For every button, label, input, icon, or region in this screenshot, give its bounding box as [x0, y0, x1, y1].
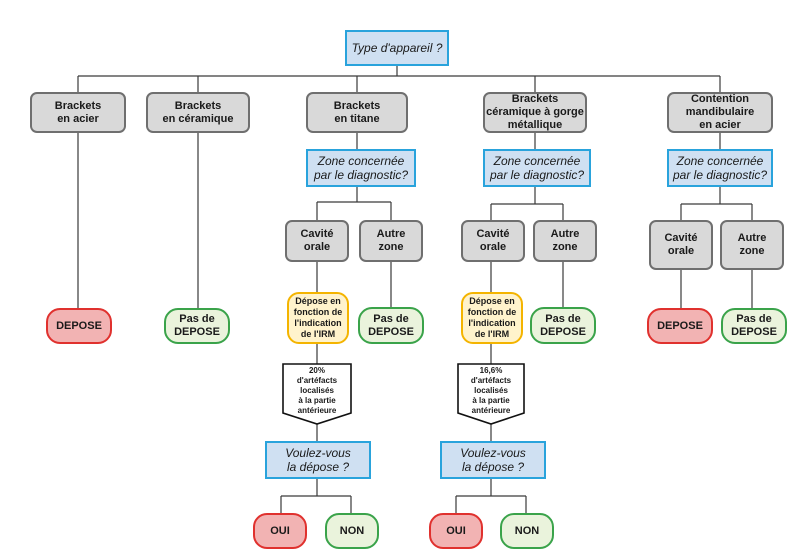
question-zone-ceramique-gorge: Zone concernée par le diagnostic?	[483, 149, 591, 187]
type-brackets-titane: Brackets en titane	[306, 92, 408, 133]
type-brackets-ceramique-gorge: Brackets céramique à gorge métallique	[483, 92, 587, 133]
option-autre-zone-titane: Autre zone	[359, 220, 423, 262]
type-brackets-acier: Brackets en acier	[30, 92, 126, 133]
question-type-appareil: Type d'appareil ?	[345, 30, 449, 66]
type-contention-mandibulaire: Contention mandibulaire en acier	[667, 92, 773, 133]
answer-oui-titane: OUI	[253, 513, 307, 549]
option-cavite-orale-contention: Cavité orale	[649, 220, 713, 270]
artefacts-titane-shape	[282, 363, 352, 425]
question-zone-contention: Zone concernée par le diagnostic?	[667, 149, 773, 187]
answer-non-ceramique-gorge: NON	[500, 513, 554, 549]
result-pas-depose-ceramique: Pas de DEPOSE	[164, 308, 230, 344]
artefacts-ceramique-shape	[457, 363, 525, 425]
artefacts-titane-text: 20% d'artéfacts localisés à la partie an…	[296, 366, 338, 415]
depose-fonction-irm-ceramique-gorge: Dépose en fonction de l'indication de l'…	[461, 292, 523, 344]
answer-non-titane: NON	[325, 513, 379, 549]
artefacts-ceramique-text: 16,6% d'artéfacts localisés à la partie …	[470, 366, 512, 415]
result-depose-acier: DEPOSE	[46, 308, 112, 344]
type-brackets-ceramique: Brackets en céramique	[146, 92, 250, 133]
question-depose-titane: Voulez-vous la dépose ?	[265, 441, 371, 479]
option-autre-zone-contention: Autre zone	[720, 220, 784, 270]
result-pas-depose-ceramique-gorge: Pas de DEPOSE	[530, 307, 596, 344]
depose-fonction-irm-titane: Dépose en fonction de l'indication de l'…	[287, 292, 349, 344]
result-pas-depose-contention: Pas de DEPOSE	[721, 308, 787, 344]
question-depose-ceramique-gorge: Voulez-vous la dépose ?	[440, 441, 546, 479]
option-autre-zone-ceramique-gorge: Autre zone	[533, 220, 597, 262]
result-pas-depose-titane: Pas de DEPOSE	[358, 307, 424, 344]
question-zone-titane: Zone concernée par le diagnostic?	[306, 149, 416, 187]
option-cavite-orale-ceramique-gorge: Cavité orale	[461, 220, 525, 262]
answer-oui-ceramique-gorge: OUI	[429, 513, 483, 549]
option-cavite-orale-titane: Cavité orale	[285, 220, 349, 262]
result-depose-contention: DEPOSE	[647, 308, 713, 344]
